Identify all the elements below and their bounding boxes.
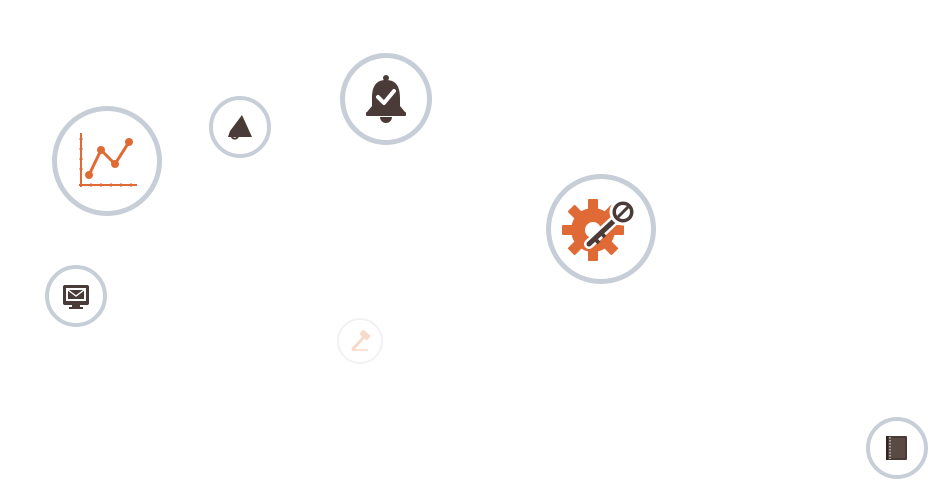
gear-key-icon [562, 198, 637, 261]
bell-check-bubble [340, 53, 432, 145]
book-icon [886, 436, 907, 460]
book-bubble [866, 417, 928, 479]
megaphone-bubble [209, 96, 271, 158]
bell-check-icon [366, 75, 406, 123]
mail-monitor-icon [63, 285, 89, 309]
mail-monitor-bubble [45, 265, 107, 327]
line-chart-bubble [52, 106, 162, 216]
gear-key-bubble [546, 174, 656, 284]
hammer-bubble [337, 318, 383, 364]
hammer-icon [351, 329, 371, 351]
megaphone-icon [228, 115, 252, 140]
line-chart-icon [79, 133, 137, 187]
